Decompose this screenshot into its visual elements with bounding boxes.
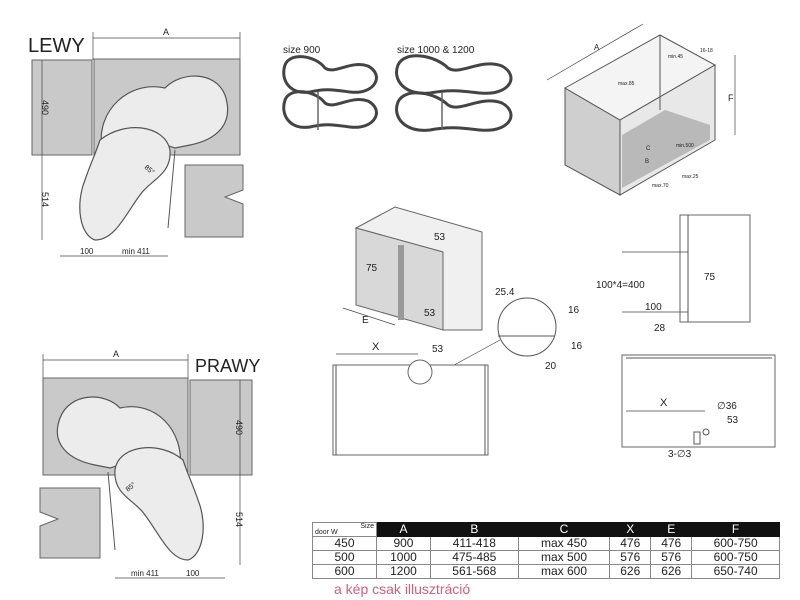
table-cell: 500 xyxy=(312,550,377,565)
table-cell: 475-485 xyxy=(429,550,519,565)
table-cell: 576 xyxy=(650,550,693,565)
table-header-row: Size door W A B C X E F xyxy=(312,522,780,537)
iso-cabinet: A min.45 16-18 max.85 F C B min.500 max.… xyxy=(546,23,736,196)
table-cell: 476 xyxy=(650,536,693,551)
iso-dim-max70: max.70 xyxy=(652,183,669,189)
right-dim-100: 100 xyxy=(186,569,200,578)
basket-size-small: size 900 xyxy=(283,45,321,56)
watermark: a kép csak illusztráció xyxy=(334,581,471,597)
side-dim-100: 100 xyxy=(645,302,662,313)
iso-dim-max25: max.25 xyxy=(682,174,699,180)
table-cell: 600-750 xyxy=(691,550,780,565)
table-cell: 561-568 xyxy=(429,564,519,579)
table-cell: 1000 xyxy=(376,550,431,565)
iso-dim-a: A xyxy=(594,43,600,52)
table-cell: 411-418 xyxy=(429,536,519,551)
table-header: F xyxy=(691,522,780,537)
mid-dim-53-top: 53 xyxy=(434,232,446,243)
side-dim-pitch: 100*4=400 xyxy=(596,280,645,291)
left-shelf-lower xyxy=(79,127,171,241)
table-cell: max 450 xyxy=(517,536,611,551)
left-dim-a: A xyxy=(163,27,169,37)
basket-size-large: size 1000 & 1200 xyxy=(397,45,475,56)
top-dim-dia36: ∅36 xyxy=(717,401,737,412)
table-cell: 600-750 xyxy=(691,536,780,551)
iso-dim-max85: max.85 xyxy=(618,81,635,87)
mid-dim-75: 75 xyxy=(366,263,378,274)
table-cell: 1200 xyxy=(376,564,431,579)
right-shelf-lower xyxy=(114,447,204,561)
left-dim-490: 490 xyxy=(40,100,50,115)
top-dim-53: 53 xyxy=(727,415,739,426)
left-dim-min411: min 411 xyxy=(122,247,150,256)
table-cell: 626 xyxy=(609,564,652,579)
side-dim-28: 28 xyxy=(654,323,666,334)
table-cell: 450 xyxy=(312,536,377,551)
left-dim-514: 514 xyxy=(40,192,50,207)
right-door-panel xyxy=(39,487,101,559)
iso-dim-c: C xyxy=(646,146,651,152)
side-dim-75: 75 xyxy=(704,272,716,283)
right-plan: A PRAWY 490 514 min 411 100 85° xyxy=(39,349,260,579)
detail-dim-16b: 16 xyxy=(571,341,583,352)
table-cell: max 500 xyxy=(517,550,611,565)
front-dim-53: 53 xyxy=(432,344,444,355)
mid-dim-e: E xyxy=(362,315,369,326)
side-view: 100*4=400 75 100 28 xyxy=(596,214,751,334)
detail-dim-20: 20 xyxy=(545,361,557,372)
mid-cabinet: 53 75 E 53 xyxy=(342,206,483,331)
top-dim-holes: 3-∅3 xyxy=(668,449,692,460)
table-cell: 576 xyxy=(609,550,652,565)
corner-door-label: door W xyxy=(315,529,338,536)
table-header: A xyxy=(376,522,431,537)
right-adjacent-cabinet xyxy=(189,379,253,476)
table-header: B xyxy=(429,522,519,537)
right-dim-490: 490 xyxy=(234,420,244,435)
iso-dim-f: F xyxy=(728,93,734,103)
detail-dim-25-4: 25.4 xyxy=(495,287,515,298)
corner-size-label: Size xyxy=(360,523,374,530)
table-cell: 900 xyxy=(376,536,431,551)
basket-illustrations: size 900 size 1000 & 1200 xyxy=(282,45,513,132)
table-cell: 600 xyxy=(312,564,377,579)
table-header: E xyxy=(650,522,693,537)
detail-dim-16a: 16 xyxy=(568,305,580,316)
right-dim-a: A xyxy=(113,349,119,359)
table-cell: 626 xyxy=(650,564,693,579)
hinge-detail: 25.4 16 16 20 xyxy=(444,287,583,372)
iso-dim-thickness: 16-18 xyxy=(700,48,713,54)
front-view: X 53 xyxy=(332,341,489,456)
left-plan: LEWY A 490 514 100 min 411 85° xyxy=(28,27,244,257)
table-header: X xyxy=(609,522,652,537)
right-plan-title: PRAWY xyxy=(195,356,260,376)
table-cell: 476 xyxy=(609,536,652,551)
iso-dim-min500: min.500 xyxy=(676,143,694,149)
table-corner-cell: Size door W xyxy=(312,522,377,537)
table-header: C xyxy=(517,522,611,537)
front-dim-x: X xyxy=(372,341,380,353)
left-plan-title: LEWY xyxy=(28,35,85,57)
table-cell: max 600 xyxy=(517,564,611,579)
left-door-panel xyxy=(184,164,244,238)
right-dim-514: 514 xyxy=(234,512,244,527)
mid-dim-53-bottom: 53 xyxy=(424,308,436,319)
top-view: X ∅36 53 3-∅3 xyxy=(621,354,776,460)
iso-dim-min45: min.45 xyxy=(668,54,683,60)
table-cell: 650-740 xyxy=(691,564,780,579)
right-dim-min411: min 411 xyxy=(131,569,159,578)
iso-dim-b: B xyxy=(645,159,649,165)
left-dim-100: 100 xyxy=(80,247,94,256)
top-dim-x: X xyxy=(660,397,668,409)
